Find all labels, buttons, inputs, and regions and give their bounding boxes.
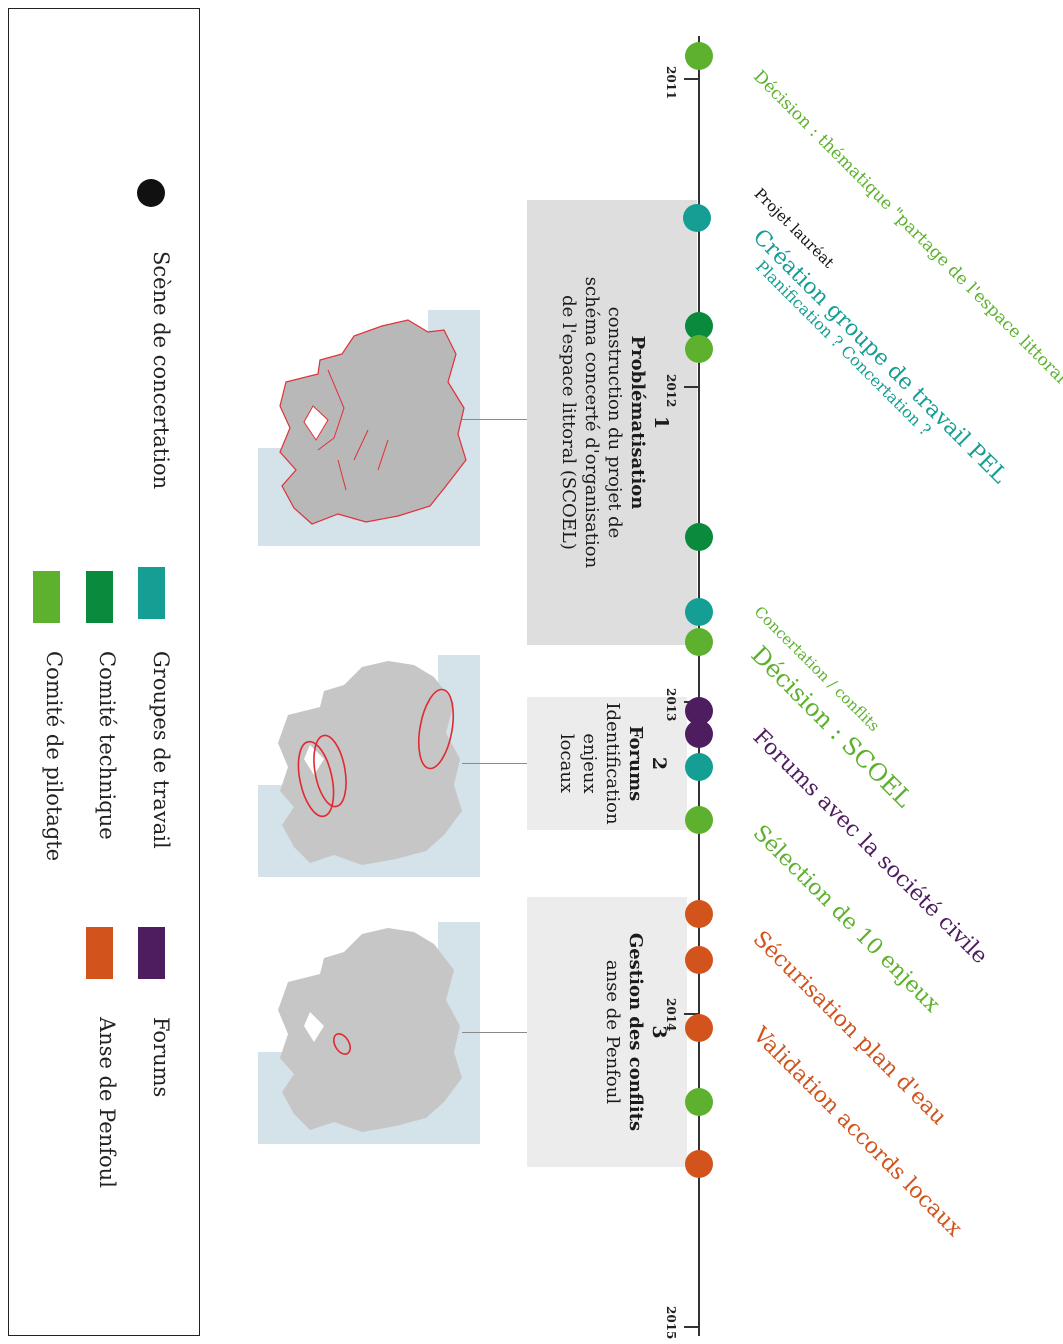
event-dot-4 [685, 335, 713, 363]
map-phase-2 [258, 655, 480, 877]
phase-2-line-2: enjeux [579, 733, 600, 794]
phase-text-3: 3 Gestion des conflits anse de Penfoul [601, 917, 670, 1147]
event-label-decision-scoel: Décision : SCOEL [745, 640, 918, 813]
event-label-securisation: Sécurisation plan d'eau [747, 926, 952, 1131]
legend-label-comite-pilotage: Comité de pilotagte [42, 651, 66, 862]
legend-label-forums: Forums [149, 1017, 173, 1098]
year-2011: 2011 [664, 66, 678, 100]
legend-swatch-forums [138, 927, 165, 979]
event-dot-6 [685, 598, 713, 626]
phase-3-line-1: anse de Penfoul [602, 959, 623, 1105]
map-phase-1 [258, 310, 480, 546]
tick-2015 [684, 1326, 698, 1328]
phase-3-title: Gestion des conflits [625, 932, 646, 1132]
event-label-planification: Planification ? Concertation ? [751, 256, 935, 440]
connector-3 [462, 1032, 528, 1033]
tick-2011 [684, 78, 698, 80]
event-label-validation: Validation accords locaux [747, 1022, 967, 1242]
event-dot-11 [685, 806, 713, 834]
event-dot-5 [685, 523, 713, 551]
phase-2-line-3: locaux [556, 733, 577, 794]
tick-2014 [684, 1013, 698, 1015]
event-dot-15 [685, 1088, 713, 1116]
phase-box-3 [527, 897, 687, 1167]
scene-dot-icon [137, 179, 165, 207]
legend-swatch-groupes [138, 567, 165, 619]
event-dot-9 [685, 720, 713, 748]
legend-box: Scène de concertation Groupes de travail… [8, 8, 200, 1336]
phase-1-line-2: schéma concerté d'organisation [581, 276, 602, 569]
phase-1-title: Problématisation [627, 335, 648, 510]
event-dot-13 [685, 946, 713, 974]
event-dot-2 [683, 204, 711, 232]
legend-swatch-penfoul [86, 927, 113, 979]
connector-1 [462, 419, 528, 420]
legend-label-groupes: Groupes de travail [149, 651, 173, 849]
phase-3-number: 3 [648, 1025, 670, 1039]
connector-2 [462, 763, 528, 764]
event-dot-7 [685, 628, 713, 656]
event-dot-16 [685, 1150, 713, 1178]
event-dot-14 [685, 1014, 713, 1042]
legend-swatch-comite-pilotage [33, 571, 60, 623]
legend-label-comite-technique: Comité technique [95, 651, 119, 840]
phase-2-title: Forums [625, 725, 646, 802]
phase-1-line-1: construction du projet de [604, 306, 625, 539]
event-dot-12 [685, 900, 713, 928]
timeline-axis [698, 36, 700, 1336]
phase-1-number: 1 [650, 415, 672, 430]
phase-text-1: 1 Problématisation construction du proje… [557, 225, 672, 620]
phase-2-line-1: Identification [602, 702, 623, 825]
year-2012: 2012 [664, 374, 678, 408]
map-phase-3 [258, 922, 480, 1144]
event-dot-1 [685, 42, 713, 70]
phase-box-2 [527, 697, 687, 830]
event-label-selection-enjeux: Sélection de 10 enjeux [747, 820, 945, 1018]
phase-box-1 [527, 200, 697, 645]
event-label-creation-groupe: Création groupe de travail PEL [747, 224, 1012, 489]
year-2013: 2013 [664, 688, 678, 722]
year-2014: 2014 [664, 998, 678, 1032]
phase-1-line-3: de l'espace littoral (SCOEL) [558, 295, 579, 550]
year-2015: 2015 [664, 1306, 678, 1340]
legend-label-penfoul: Anse de Penfoul [95, 1017, 119, 1188]
event-dot-10 [685, 753, 713, 781]
tick-2012 [684, 386, 698, 388]
legend-swatch-comite-technique [86, 571, 113, 623]
legend-scene-label: Scène de concertation [149, 251, 173, 490]
phase-text-2: 2 Forums Identification enjeux locaux [555, 697, 670, 830]
